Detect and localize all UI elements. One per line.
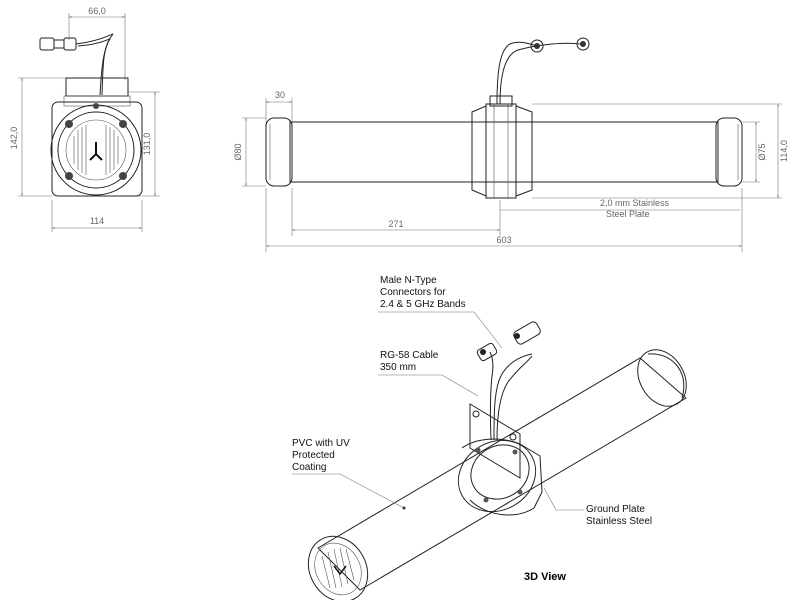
callout-connectors-line1: Male N-Type <box>380 275 437 286</box>
dim-half-length: 271 <box>388 219 403 229</box>
dim-front-height-left: 142,0 <box>9 127 19 150</box>
callout-pvc-line1: PVC with UV <box>292 438 350 449</box>
callout-connectors-line2: Connectors for <box>380 287 446 298</box>
dim-total-length: 603 <box>496 235 511 245</box>
plate-note-line1: 2,0 mm Stainless <box>600 198 670 208</box>
dim-diameter-right: Ø75 <box>757 143 767 160</box>
callout-ground-line1: Ground Plate <box>586 504 645 515</box>
dim-front-width-bottom: 114 <box>90 216 104 226</box>
isometric-view: Male N-Type Connectors for 2.4 & 5 GHz B… <box>292 275 687 600</box>
dim-height-right: 114,0 <box>779 140 789 162</box>
dim-front-height-right: 131,0 <box>142 133 152 156</box>
callout-cable-line1: RG-58 Cable <box>380 350 439 361</box>
front-view: 66,0 142,0 131,0 <box>9 6 160 232</box>
dim-end-cap: 30 <box>275 90 285 100</box>
view-title: 3D View <box>524 571 566 583</box>
callout-pvc-line3: Coating <box>292 462 326 473</box>
plate-note-line2: Steel Plate <box>606 209 650 219</box>
dim-front-width-top: 66,0 <box>88 6 106 16</box>
callout-ground-line2: Stainless Steel <box>586 516 652 527</box>
dim-diameter-left: Ø80 <box>233 143 243 160</box>
side-view: 30 Ø80 Ø75 114,0 2,0 mm Stai <box>233 37 789 252</box>
callout-pvc-line2: Protected <box>292 450 335 461</box>
callout-cable-line2: 350 mm <box>380 362 416 373</box>
callout-connectors-line3: 2.4 & 5 GHz Bands <box>380 299 466 310</box>
